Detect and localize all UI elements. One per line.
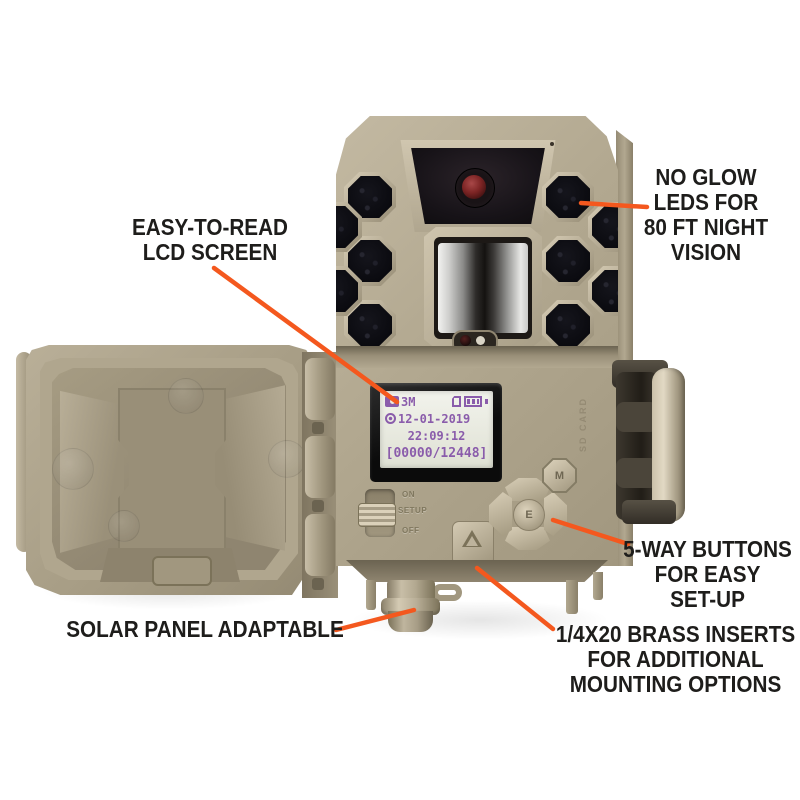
indicator-led — [460, 335, 471, 346]
dpad-down-button — [505, 527, 550, 550]
hinge-pin — [312, 578, 324, 590]
lcd-date-row: 12-01-2019 — [385, 411, 488, 426]
latch-lever — [652, 368, 685, 522]
pir-motion-sensor — [438, 243, 528, 333]
latch-base — [622, 500, 676, 524]
power-switch-slider — [358, 503, 396, 527]
back-housing-leg — [593, 572, 603, 600]
body-seam — [336, 346, 618, 368]
dpad-up-button — [505, 478, 550, 501]
door-screw-boss — [168, 378, 204, 414]
sd-card-icon — [452, 396, 461, 407]
hinge-knuckle — [305, 358, 335, 420]
callout-label-solar: SOLAR PANEL ADAPTABLE — [66, 616, 344, 642]
led-pod — [542, 236, 594, 286]
body-bottom-edge — [346, 560, 608, 582]
image-counter-value: [00000/12448] — [385, 446, 488, 461]
camera-body: 3M 12-01-2019 22:09:12 [00000/12448] ON — [336, 116, 618, 566]
hinge-pin — [312, 500, 324, 512]
door-screw-boss — [52, 448, 94, 490]
callout-label-five-way: 5-WAY BUTTONS FOR EASY SET-UP — [623, 536, 792, 612]
sd-card-slot-label: SD CARD — [578, 396, 588, 452]
led-pod-partial — [336, 266, 362, 316]
led-array — [336, 270, 358, 312]
mode-button: M — [544, 460, 575, 491]
clock-icon — [385, 413, 396, 424]
hinge-knuckle — [305, 514, 335, 576]
led-array — [546, 304, 590, 346]
camera-mode-icon — [385, 396, 399, 407]
callout-label-brass-inserts: 1/4X20 BRASS INSERTS FOR ADDITIONAL MOUN… — [555, 621, 796, 697]
microphone-hole — [550, 142, 554, 146]
resolution-value: 3M — [401, 394, 416, 409]
led-array — [336, 206, 358, 248]
led-pod — [542, 300, 594, 350]
power-label-setup: SETUP — [398, 506, 428, 515]
led-array — [546, 240, 590, 282]
time-value: 22:09:12 — [407, 428, 466, 443]
hinge-pin — [312, 422, 324, 434]
hinge-knuckle — [305, 436, 335, 498]
hinge — [300, 350, 340, 602]
date-value: 12-01-2019 — [398, 411, 471, 426]
power-label-on: ON — [402, 490, 415, 499]
alert-button — [452, 521, 494, 566]
latch-knuckle — [616, 458, 658, 488]
latch-knuckle — [616, 402, 658, 432]
solar-port-cap — [388, 611, 433, 632]
dpad-right-button — [544, 492, 567, 536]
door-screw-boss — [108, 510, 140, 542]
lcd-counter-row: [00000/12448] — [385, 446, 488, 461]
enter-button: E — [513, 499, 545, 531]
light-sensor — [476, 336, 485, 345]
alert-triangle-inner — [466, 536, 478, 546]
callout-label-lcd-screen: EASY-TO-READ LCD SCREEN — [131, 214, 289, 265]
led-array — [546, 176, 590, 218]
lcd-time-row: 22:09:12 — [385, 428, 488, 443]
callout-label-no-glow: NO GLOW LEDS FOR 80 FT NIGHT VISION — [643, 164, 769, 265]
lcd-status-row: 3M — [385, 394, 488, 409]
back-housing-leg — [366, 580, 376, 610]
back-housing-leg — [566, 580, 578, 614]
led-pod — [344, 172, 396, 222]
battery-icon — [464, 396, 482, 407]
dpad-left-button — [489, 492, 512, 536]
camera-lens-icon — [462, 175, 486, 199]
camera-door-open — [16, 343, 316, 603]
power-label-off: OFF — [402, 526, 420, 535]
led-array — [348, 304, 392, 346]
battery-terminal — [485, 399, 488, 404]
solar-port-arm — [432, 584, 462, 601]
led-pod — [542, 172, 594, 222]
door-latch-notch — [152, 556, 212, 586]
latch-bracket — [616, 372, 658, 520]
lcd-screen: 3M 12-01-2019 22:09:12 [00000/12448] — [380, 391, 493, 468]
